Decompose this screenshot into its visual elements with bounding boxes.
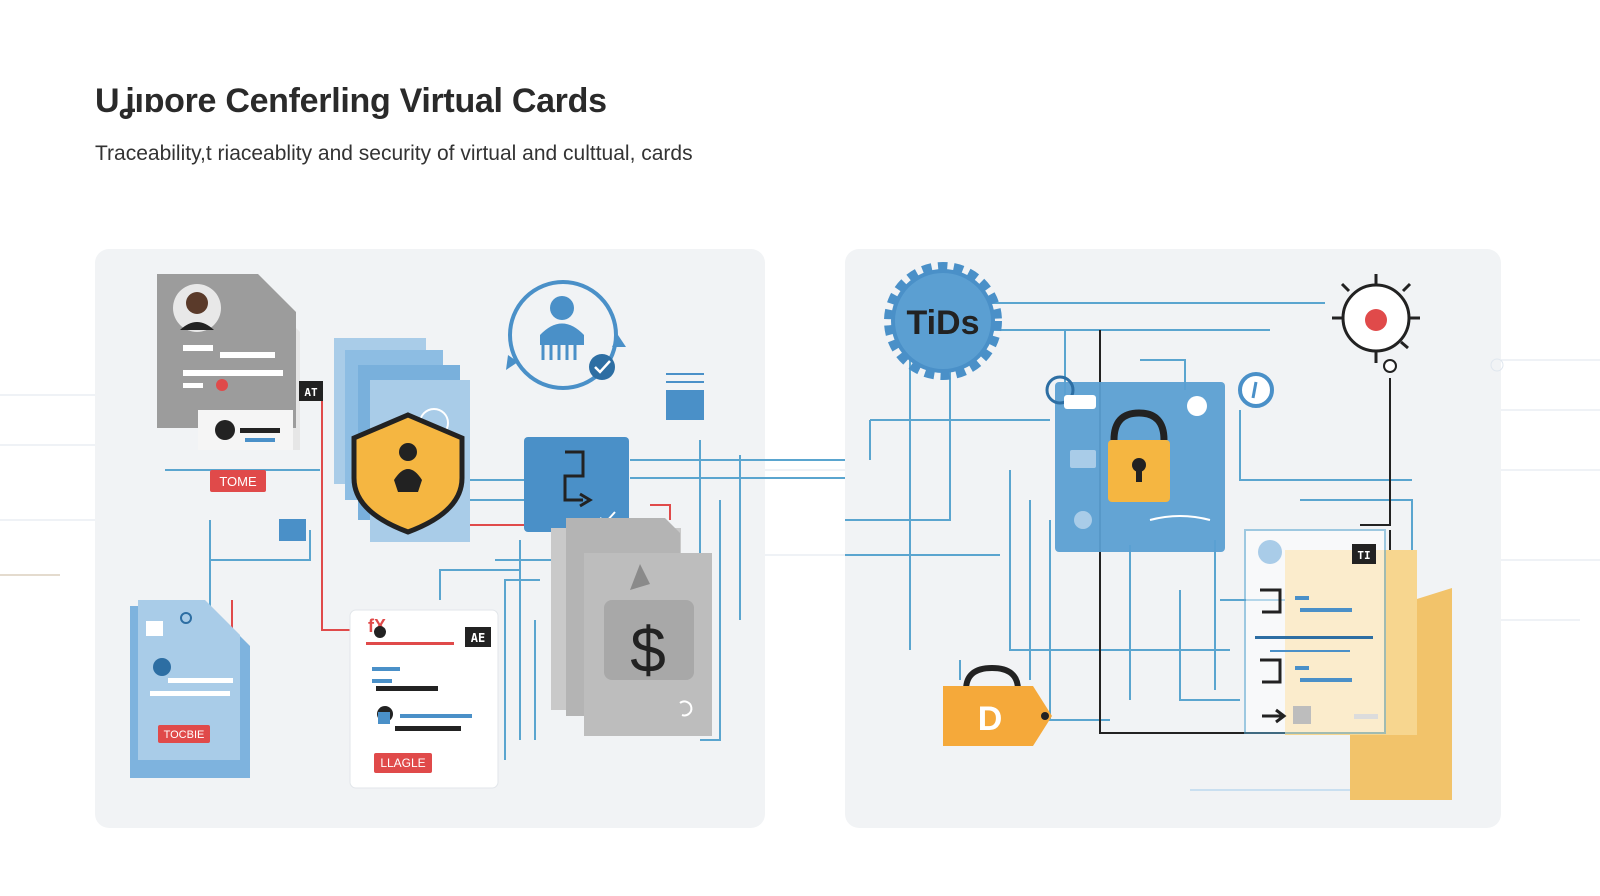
badge-at-label: AT — [304, 386, 318, 399]
dollar-doc-icon: $ — [551, 518, 712, 736]
padlock-icon — [1045, 375, 1225, 552]
small-square-icon — [279, 519, 306, 541]
badge-ti: TI — [1352, 544, 1376, 564]
gear-label: TiDs — [906, 304, 979, 342]
form-card-icon: fX — [349, 609, 499, 789]
badge-ae-label: AE — [471, 631, 485, 645]
badge-ti-label: TI — [1357, 549, 1370, 562]
dollar-glyph: $ — [630, 614, 666, 686]
tag-tome: TOME — [210, 470, 266, 492]
user-cycle-icon — [506, 280, 626, 390]
tag-tocbie: TOCBIE — [158, 725, 210, 743]
shield-icon — [334, 338, 470, 542]
tag-tocbie-label: TOCBIE — [164, 729, 205, 741]
route-card-icon — [524, 437, 629, 532]
left-connector-lines — [165, 440, 845, 760]
profile-card-icon — [157, 274, 300, 450]
page-subtitle: Traceability,t riaceablity and security … — [95, 142, 693, 165]
key-tag-label: D — [978, 700, 1003, 738]
page-title: Uʝıɒore Cenferling Virtual Cards — [95, 82, 607, 120]
badge-at: AT — [299, 381, 323, 401]
tag-llagle-label: LLAGLE — [380, 756, 425, 770]
background-lines — [0, 358, 1600, 621]
gear-icon: TiDs — [884, 262, 1002, 380]
badge-ae: AE — [465, 627, 491, 647]
sun-alert-icon — [1332, 274, 1420, 373]
tag-tome-label: TOME — [219, 474, 257, 489]
tag-llagle: LLAGLE — [374, 753, 432, 773]
clock-icon — [1238, 372, 1274, 408]
blue-doc-icon — [666, 373, 704, 420]
key-tag-icon: D — [943, 664, 1052, 746]
